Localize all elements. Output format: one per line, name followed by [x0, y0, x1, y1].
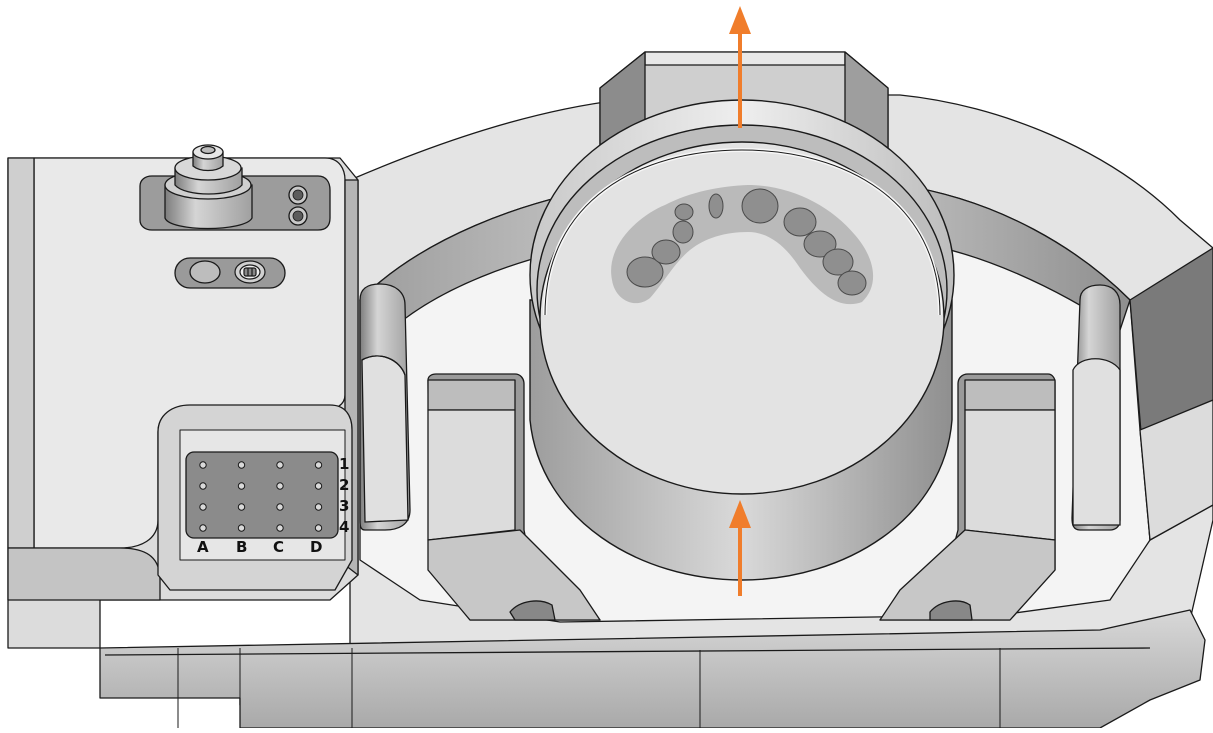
- grid-hole: [237, 461, 246, 469]
- grid-hole: [237, 503, 246, 511]
- grid-hole: [199, 503, 207, 511]
- left-outer-post: [359, 283, 411, 531]
- grid-hole: [276, 503, 284, 511]
- grid-hole: [314, 461, 323, 469]
- grid-hole: [314, 482, 323, 490]
- grid-hole: [314, 503, 323, 511]
- grid-row-label: 1: [339, 455, 349, 473]
- grid-hole: [237, 524, 246, 532]
- clamp-knob-icon[interactable]: [164, 144, 253, 230]
- frame-front-face: [99, 609, 1206, 729]
- switch-indicator-icon: [234, 260, 266, 284]
- right-lower-clamp: [879, 373, 1056, 621]
- grid-col-labels: A B C D: [197, 538, 322, 556]
- grid-col-label: B: [236, 538, 247, 556]
- grid-hole: [314, 524, 323, 532]
- arrow-up-bottom: [729, 500, 751, 596]
- position-grid-holes: [199, 461, 323, 532]
- grid-col-label: C: [273, 538, 284, 556]
- left-lower-clamp: [427, 373, 601, 621]
- grid-col-label: D: [310, 538, 322, 556]
- grid-hole: [276, 482, 284, 490]
- dental-arch: [611, 185, 874, 305]
- grid-hole: [199, 482, 207, 490]
- arrow-up-top: [729, 6, 751, 128]
- grid-row-label: 3: [339, 497, 349, 515]
- grid-hole: [237, 482, 246, 490]
- position-grid-plate: [185, 451, 339, 539]
- grid-hole: [199, 524, 207, 532]
- grid-hole: [199, 461, 207, 469]
- right-outer-post: [1071, 284, 1121, 531]
- grid-row-label: 2: [339, 476, 349, 494]
- grid-col-label: A: [197, 538, 209, 556]
- grid-row-labels: 1 2 3 4: [339, 455, 349, 536]
- grid-hole: [276, 461, 284, 469]
- grid-row-label: 4: [339, 518, 349, 536]
- control-block: [7, 157, 359, 649]
- grid-hole: [276, 524, 284, 532]
